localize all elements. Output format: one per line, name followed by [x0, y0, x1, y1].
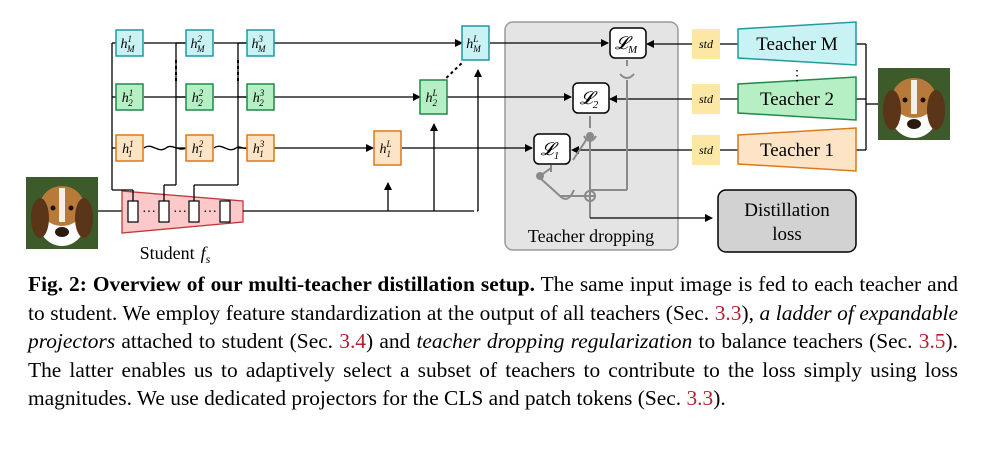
svg-text:···: ···	[173, 205, 187, 220]
dropping-switches	[536, 60, 635, 218]
loss-M: 𝓛M	[609, 27, 647, 59]
teacher-dropping-label: Teacher dropping	[528, 226, 654, 246]
teacher-2: Teacher 2	[737, 76, 857, 121]
svg-text:hLM: hLM	[466, 34, 481, 54]
section-ref[interactable]: 3.5	[918, 329, 946, 354]
teacher-ellipsis: ⋮	[790, 69, 804, 84]
svg-text:h22: h22	[192, 88, 204, 108]
teacher-input-lines	[856, 43, 878, 151]
ladder-connectors	[111, 42, 247, 201]
svg-text:std: std	[699, 92, 714, 106]
svg-text:Teacher M: Teacher M	[756, 34, 838, 55]
svg-text:hL2: hL2	[425, 88, 437, 108]
teacher-1: Teacher 1	[737, 127, 857, 172]
std-box: std	[692, 135, 720, 165]
svg-text:h12: h12	[122, 88, 134, 108]
svg-text:std: std	[699, 37, 714, 51]
student-encoder	[121, 190, 244, 234]
teacher-layer: Teacher M Teacher 2 Teacher 1 ⋮	[737, 21, 857, 172]
section-ref[interactable]: 3.4	[339, 329, 367, 354]
svg-text:h11: h11	[122, 139, 133, 159]
svg-text:h1M: h1M	[121, 34, 136, 54]
svg-text:Teacher 1: Teacher 1	[760, 140, 834, 161]
section-ref[interactable]: 3.3	[686, 386, 714, 411]
std-layer: std std std	[692, 29, 720, 165]
std-box: std	[692, 29, 720, 59]
figure-caption: Fig. 2: Overview of our multi-teacher di…	[28, 272, 958, 411]
svg-text:Teacher 2: Teacher 2	[760, 89, 834, 110]
figure-title: Overview of our multi-teacher distillati…	[92, 272, 535, 296]
loss-2: 𝓛2	[572, 82, 610, 114]
svg-text:hL1: hL1	[379, 139, 391, 159]
svg-text:···: ···	[142, 205, 156, 220]
row1-wavy	[143, 145, 248, 151]
svg-text:h3M: h3M	[252, 34, 267, 54]
std-box: std	[692, 84, 720, 114]
section-ref[interactable]: 3.3	[714, 300, 742, 325]
distillation-loss-box	[717, 189, 857, 253]
svg-text:h32: h32	[253, 88, 265, 108]
distillation-loss-line2: loss	[772, 224, 802, 245]
figure-label: Fig. 2:	[28, 272, 87, 296]
svg-text:std: std	[699, 143, 714, 157]
loss-1: 𝓛1	[533, 133, 571, 165]
svg-text:h2M: h2M	[191, 34, 206, 54]
student-input-image	[26, 177, 98, 249]
svg-text:h21: h21	[192, 139, 204, 159]
distillation-diagram: Teacher dropping	[26, 21, 950, 265]
teacher-input-image	[878, 68, 950, 140]
svg-text:···: ···	[203, 205, 217, 220]
svg-text:h31: h31	[253, 139, 265, 159]
distillation-loss-line1: Distillation	[744, 200, 830, 221]
teacher-m: Teacher M	[737, 21, 857, 66]
